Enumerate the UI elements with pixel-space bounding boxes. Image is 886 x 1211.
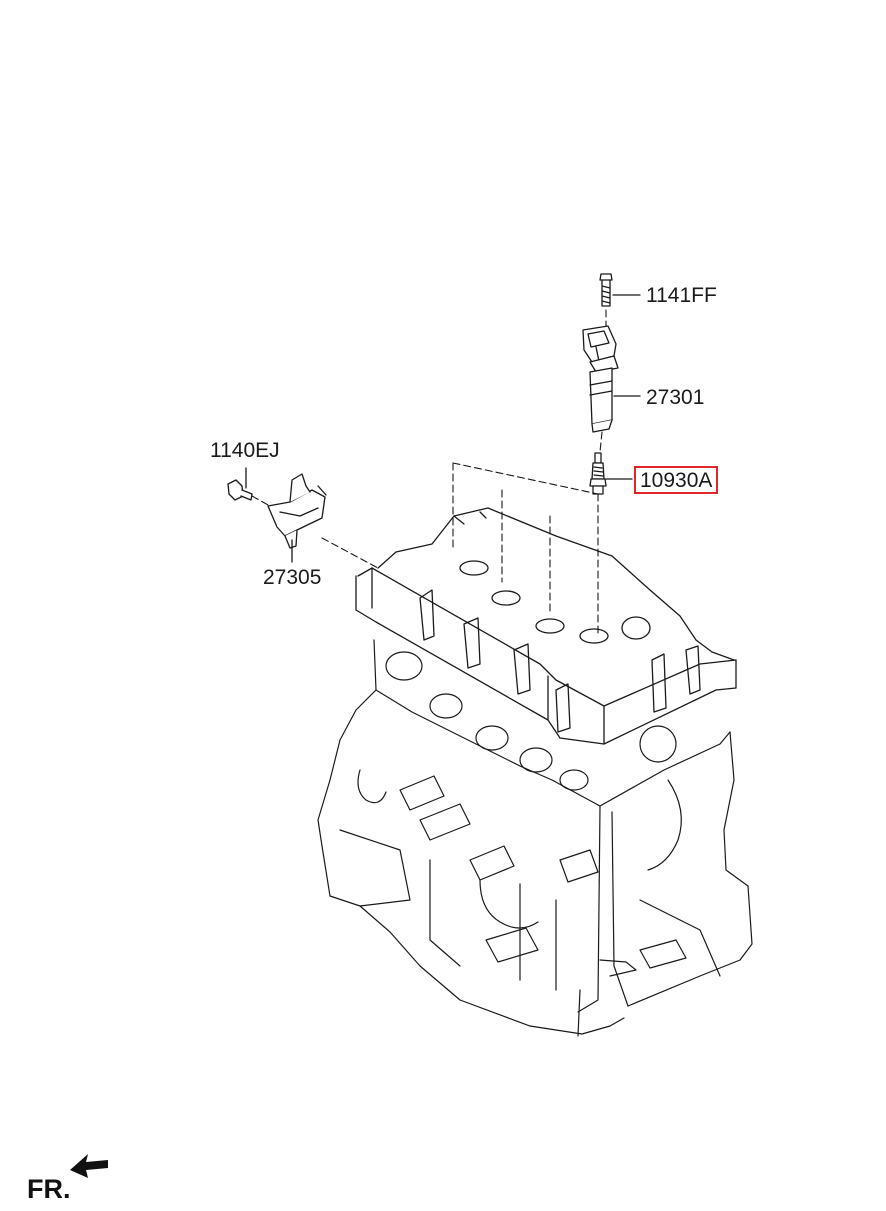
callout-27301[interactable]: 27301: [646, 386, 705, 409]
bolt-1140ej-icon[interactable]: [227, 479, 253, 501]
front-direction-label: FR.: [27, 1174, 71, 1204]
bracket-27305-icon[interactable]: [267, 473, 327, 549]
front-arrow-icon: [70, 1154, 108, 1178]
ignition-coil-27301-icon[interactable]: [582, 325, 619, 433]
engine-assembly-drawing: [355, 507, 737, 745]
spark-plug-10930a-icon[interactable]: [589, 452, 607, 495]
callout-1140ej[interactable]: 1140EJ: [210, 439, 280, 462]
bolt-1141ff-icon[interactable]: [599, 273, 613, 307]
callout-1141ff[interactable]: 1141FF: [646, 284, 717, 307]
callout-27305[interactable]: 27305: [263, 566, 322, 589]
callout-10930a[interactable]: 10930A: [634, 466, 719, 494]
